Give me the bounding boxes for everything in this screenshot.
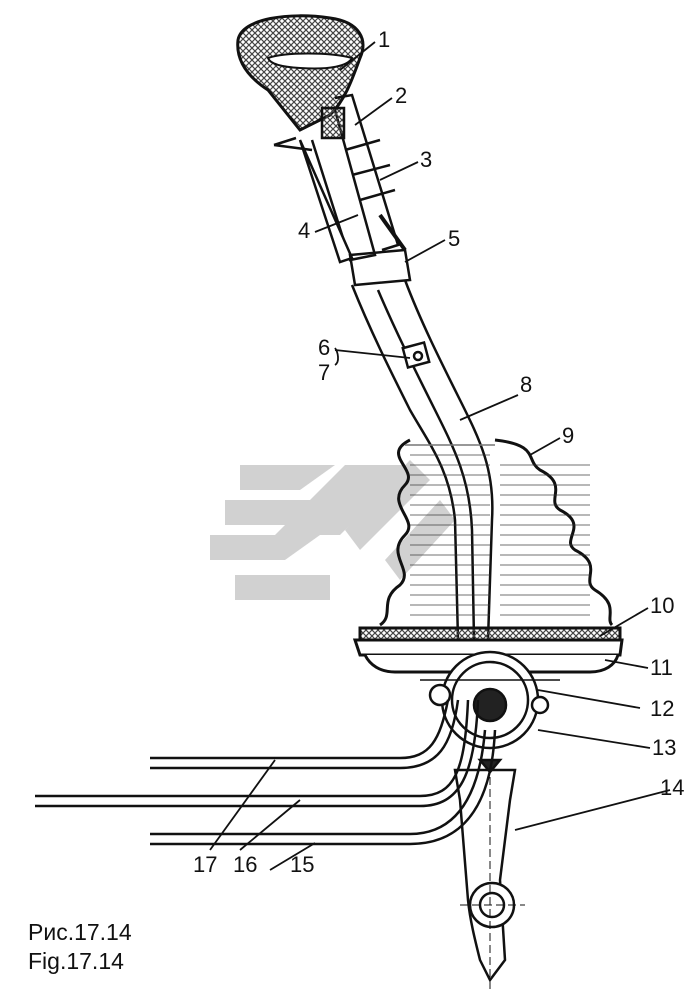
callout-17: 17 [193, 852, 217, 877]
callout-13: 13 [652, 735, 676, 760]
shift-cables [35, 699, 497, 846]
figure-caption-ru: Рис.17.14 [28, 919, 132, 945]
knob [236, 14, 365, 132]
callout-3: 3 [420, 147, 432, 172]
callout-12: 12 [650, 696, 674, 721]
callout-14: 14 [660, 775, 684, 800]
callout-10: 10 [650, 593, 674, 618]
callout-5: 5 [448, 226, 460, 251]
lower-lever [453, 758, 525, 990]
callout-6: 6 [318, 335, 330, 360]
callout-4: 4 [298, 218, 310, 243]
callout-1: 1 [378, 27, 390, 52]
callout-2: 2 [395, 83, 407, 108]
callout-7: 7 [318, 360, 330, 385]
callout-11: 11 [650, 655, 673, 680]
leader-lines [209, 41, 671, 871]
callout-8: 8 [520, 372, 532, 397]
figure-caption-en: Fig.17.14 [28, 948, 124, 974]
base-plate [352, 626, 624, 674]
upper-housing [273, 93, 412, 287]
rubber-boot [379, 438, 614, 627]
callout-16: 16 [233, 852, 257, 877]
callout-9: 9 [562, 423, 574, 448]
callout-15: 15 [290, 852, 314, 877]
callout-labels: 1 2 3 4 5 6 7 8 9 10 11 12 13 14 15 16 1… [193, 27, 684, 877]
